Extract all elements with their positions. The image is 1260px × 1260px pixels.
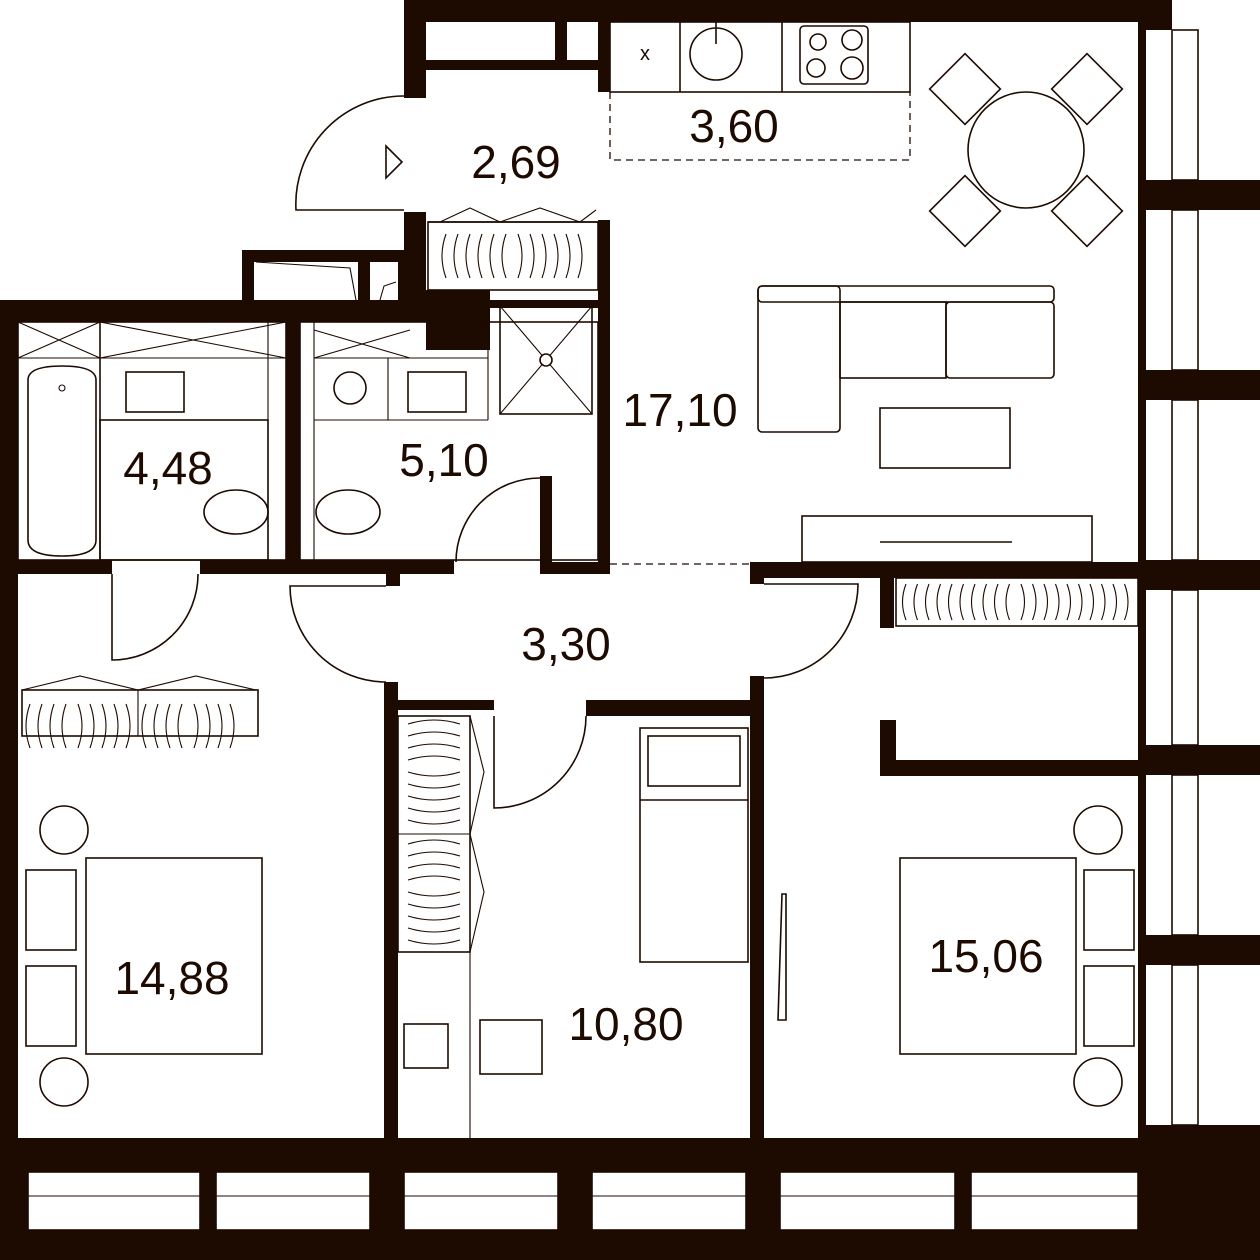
hanger-mark (993, 583, 999, 621)
hanger-mark (982, 583, 988, 621)
hanger-mark (441, 233, 447, 279)
hanger-mark (407, 863, 461, 869)
hanger-mark (1112, 583, 1118, 621)
hanger-mark (407, 875, 461, 881)
hanger-mark (101, 703, 107, 749)
hanger-mark (1089, 583, 1095, 621)
hanger-mark (1005, 583, 1011, 621)
hanger-mark (1031, 583, 1037, 621)
hanger-mark (465, 233, 471, 279)
hanger-mark (407, 891, 461, 897)
hanger-mark (89, 703, 95, 749)
hangers (25, 233, 1129, 945)
hanger-mark (407, 771, 461, 777)
area-label-bedroom-middle: 10,80 (568, 998, 683, 1050)
hanger-mark (407, 795, 461, 801)
hanger-mark (901, 583, 907, 621)
hanger-mark (193, 703, 199, 749)
hanger-mark (141, 703, 147, 749)
area-label-living-room: 17,10 (622, 384, 737, 436)
hanger-mark (113, 703, 119, 749)
hanger-mark (577, 233, 583, 279)
area-label-bedroom-right: 15,06 (928, 930, 1043, 982)
hanger-mark (1043, 583, 1049, 621)
hanger-mark (924, 583, 930, 621)
hanger-mark (61, 703, 67, 749)
hanger-mark (407, 927, 461, 933)
hanger-mark (565, 233, 571, 279)
hanger-mark (407, 915, 461, 921)
hanger-mark (229, 703, 235, 749)
hanger-mark (407, 719, 461, 725)
hanger-mark (217, 703, 223, 749)
area-labels: 2,69 3,60 17,10 4,48 5,10 3,30 14,88 10,… (114, 43, 1043, 1050)
hanger-mark (936, 583, 942, 621)
hanger-mark (1054, 583, 1060, 621)
hanger-mark (407, 755, 461, 761)
hanger-mark (407, 851, 461, 857)
hanger-mark (489, 233, 495, 279)
hanger-mark (407, 819, 461, 825)
hanger-mark (407, 731, 461, 737)
hanger-mark (205, 703, 211, 749)
area-label-bathroom: 4,48 (123, 442, 213, 494)
hanger-mark (407, 939, 461, 945)
hanger-mark (407, 807, 461, 813)
area-label-shower-room: 5,10 (399, 434, 489, 486)
hanger-mark (49, 703, 55, 749)
kitchen-mark: x (640, 43, 650, 65)
hanger-mark (1020, 583, 1026, 621)
hanger-mark (407, 743, 461, 749)
hanger-mark (1100, 583, 1106, 621)
hanger-mark (1077, 583, 1083, 621)
hanger-mark (970, 583, 976, 621)
hanger-mark (553, 233, 559, 279)
hanger-mark (501, 233, 507, 279)
hanger-mark (913, 583, 919, 621)
doors (111, 95, 859, 809)
hanger-mark (477, 233, 483, 279)
hanger-mark (947, 583, 953, 621)
hanger-mark (541, 233, 547, 279)
hanger-mark (125, 703, 131, 749)
area-label-bedroom-left: 14,88 (114, 952, 229, 1004)
hanger-mark (37, 703, 43, 749)
hanger-mark (165, 703, 171, 749)
area-label-corridor: 3,30 (521, 618, 611, 670)
hanger-mark (407, 839, 461, 845)
hanger-mark (25, 703, 31, 749)
hanger-mark (1066, 583, 1072, 621)
area-label-kitchen: 3,60 (689, 100, 779, 152)
fixtures (17, 20, 1139, 1138)
hanger-mark (1123, 583, 1129, 621)
windows (27, 29, 1199, 1231)
hanger-mark (959, 583, 965, 621)
hanger-mark (77, 703, 83, 749)
hanger-mark (153, 703, 159, 749)
hanger-mark (407, 783, 461, 789)
hanger-mark (177, 703, 183, 749)
area-label-hallway-entry: 2,69 (471, 136, 561, 188)
hanger-mark (517, 233, 523, 279)
hanger-mark (407, 903, 461, 909)
hanger-mark (453, 233, 459, 279)
hanger-mark (529, 233, 535, 279)
